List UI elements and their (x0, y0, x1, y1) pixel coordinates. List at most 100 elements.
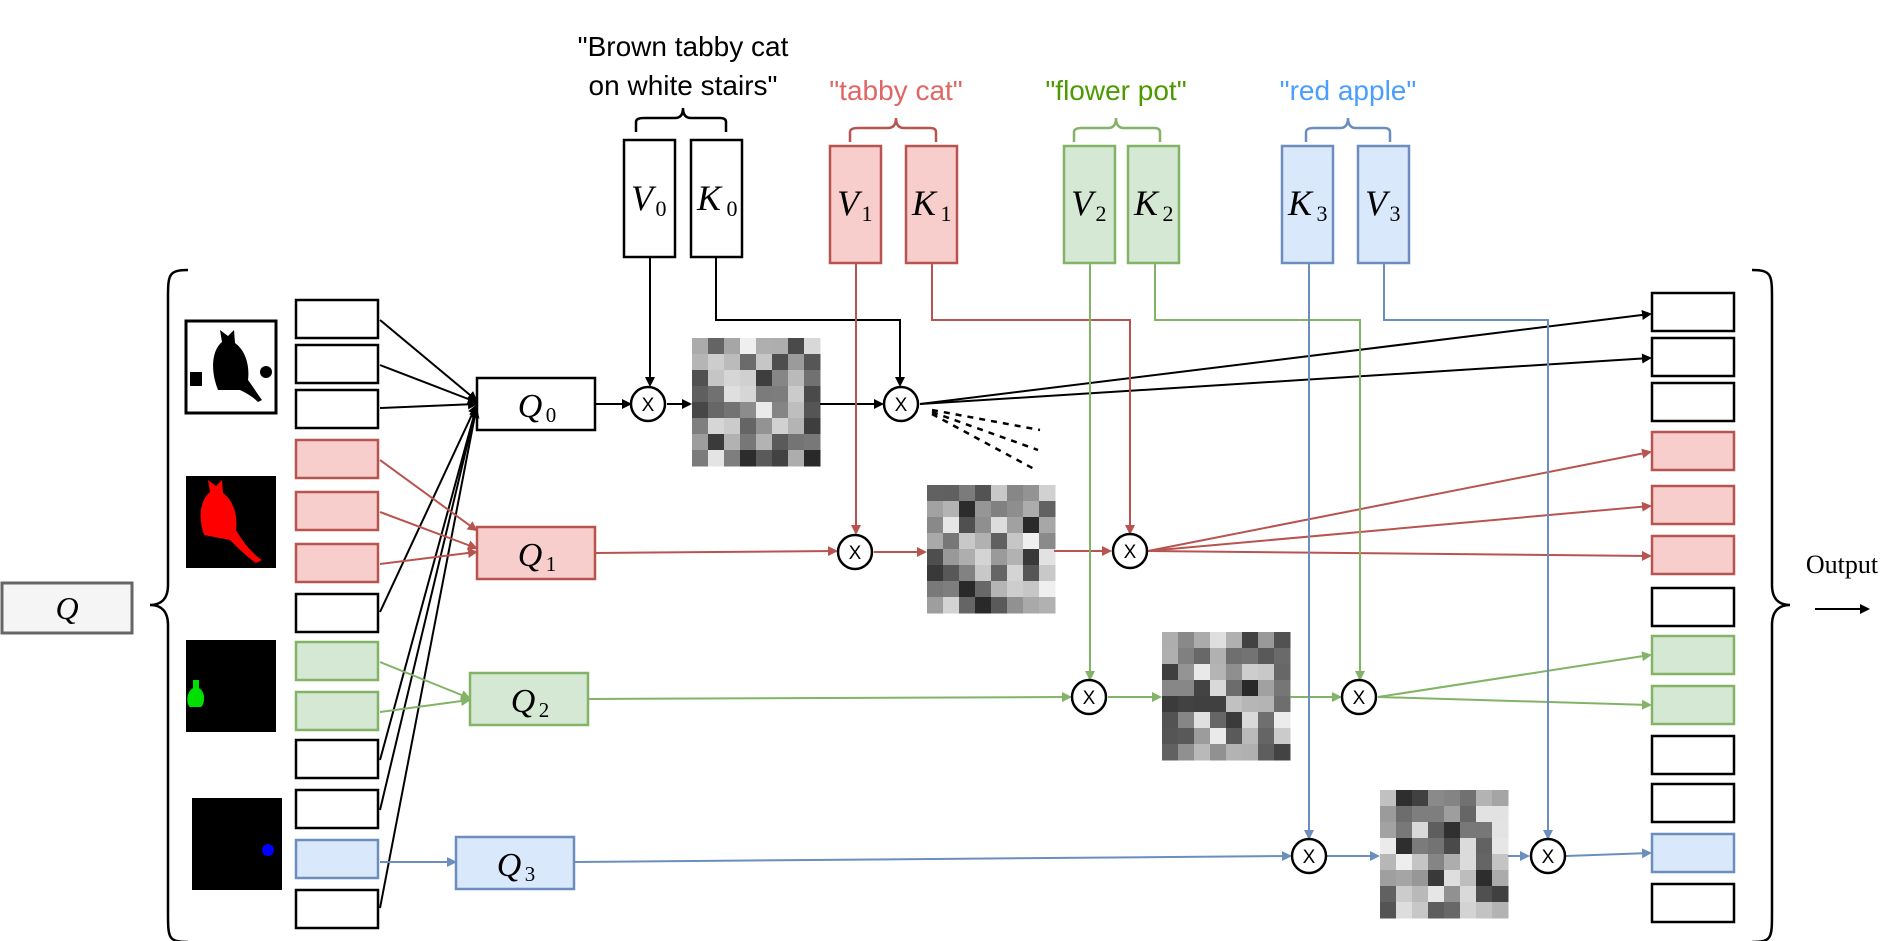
row2-flow (588, 263, 1652, 710)
heatmap-cell (692, 370, 709, 387)
blue-apple-mask-icon (192, 798, 282, 890)
heatmap-cell (943, 565, 960, 582)
heatmap-cell (756, 418, 773, 435)
token-green (294, 690, 380, 732)
heatmap-cell (1162, 728, 1179, 745)
heatmap-cell (772, 418, 789, 435)
multiply-node-icon: X (1070, 678, 1108, 716)
heatmap-cell (1258, 664, 1275, 681)
heatmap-cell (788, 338, 805, 355)
heatmap-cell (1476, 790, 1493, 807)
heatmap-cell (1412, 886, 1429, 903)
heatmap-cell (692, 418, 709, 435)
heatmap-cell (740, 418, 757, 435)
multiply-node-icon: X (882, 385, 920, 423)
output-token-black (1650, 782, 1736, 824)
heatmap-cell (740, 450, 757, 467)
output-token-green (1650, 634, 1736, 676)
heatmap-cell (1210, 664, 1227, 681)
heatmap-cell (1492, 886, 1509, 903)
multiply-node-icon: X (836, 533, 874, 571)
heatmap-cell (1039, 597, 1056, 614)
heatmap-cell (943, 501, 960, 518)
attention-map-heatmap-icon (1380, 790, 1509, 919)
heatmap-cell (1007, 485, 1024, 502)
multiply-node-icon: X (1529, 837, 1567, 875)
heatmap-cell (975, 597, 992, 614)
heatmap-cell (1162, 712, 1179, 729)
svg-text:Q: Q (518, 537, 543, 574)
heatmap-cell (959, 549, 976, 566)
heatmap-cell (756, 354, 773, 371)
heatmap-cell (1460, 870, 1477, 887)
heatmap-cell (756, 370, 773, 387)
v0-box: V 0 (622, 138, 677, 259)
heatmap-cell (708, 450, 725, 467)
row0-flow (596, 257, 1652, 409)
heatmap-cell (1194, 744, 1211, 761)
heatmap-cell (959, 533, 976, 550)
heatmap-cell (959, 597, 976, 614)
heatmap-cell (1492, 790, 1509, 807)
output-token-red (1650, 430, 1736, 472)
svg-text:Q: Q (511, 683, 536, 720)
q3-box: Q 3 (454, 835, 576, 891)
heatmap-cell (724, 402, 741, 419)
heatmap-cell (1396, 806, 1413, 823)
heatmap-cell (1023, 517, 1040, 534)
heatmap-cell (756, 450, 773, 467)
output-label: Output (1806, 550, 1879, 579)
heatmap-cell (1412, 822, 1429, 839)
heatmap-cell (692, 434, 709, 451)
heatmap-cell (1380, 870, 1397, 887)
prompt-3-brace (1304, 117, 1392, 142)
heatmap-cell (692, 338, 709, 355)
heatmap-cell (943, 597, 960, 614)
heatmap-cell (1039, 517, 1056, 534)
heatmap-cell (1412, 854, 1429, 871)
svg-text:K: K (911, 183, 938, 223)
heatmap-cell (1023, 597, 1040, 614)
heatmap-cell (708, 434, 725, 451)
token-black (294, 592, 380, 634)
heatmap-cell (1428, 902, 1445, 919)
heatmap-cell (943, 581, 960, 598)
heatmap-cell (740, 434, 757, 451)
heatmap-cell (1194, 696, 1211, 713)
svg-text:1: 1 (862, 201, 873, 226)
heatmap-cell (740, 338, 757, 355)
heatmap-cell (1428, 790, 1445, 807)
heatmap-cell (959, 581, 976, 598)
heatmap-cell (1412, 902, 1429, 919)
heatmap-cell (804, 450, 821, 467)
output-token-black (1650, 291, 1736, 333)
heatmap-cell (1178, 648, 1195, 665)
k3-box: K 3 (1280, 144, 1335, 265)
heatmap-cell (943, 517, 960, 534)
heatmap-cell (1476, 854, 1493, 871)
output-token-black (1650, 381, 1736, 423)
heatmap-cell (1396, 886, 1413, 903)
heatmap-cell (708, 402, 725, 419)
heatmap-cell (1210, 632, 1227, 649)
heatmap-cell (1039, 501, 1056, 518)
token-blue (294, 838, 380, 880)
v2-box: V 2 (1062, 144, 1117, 265)
q0-box: Q 0 (475, 376, 597, 432)
heatmap-cell (1396, 870, 1413, 887)
heatmap-cell (1007, 597, 1024, 614)
prompt-2-brace (1072, 117, 1162, 142)
attention-map-heatmap-icon (1162, 632, 1291, 761)
heatmap-cell (1178, 712, 1195, 729)
heatmap-cell (1242, 680, 1259, 697)
heatmap-cell (788, 370, 805, 387)
heatmap-cell (927, 581, 944, 598)
heatmap-cell (1242, 696, 1259, 713)
heatmap-cell (1412, 790, 1429, 807)
heatmap-cell (1178, 696, 1195, 713)
heatmap-cell (1023, 581, 1040, 598)
token-black (294, 388, 380, 430)
heatmap-cell (943, 549, 960, 566)
token-column-output (1650, 291, 1736, 924)
heatmap-cell (1023, 549, 1040, 566)
